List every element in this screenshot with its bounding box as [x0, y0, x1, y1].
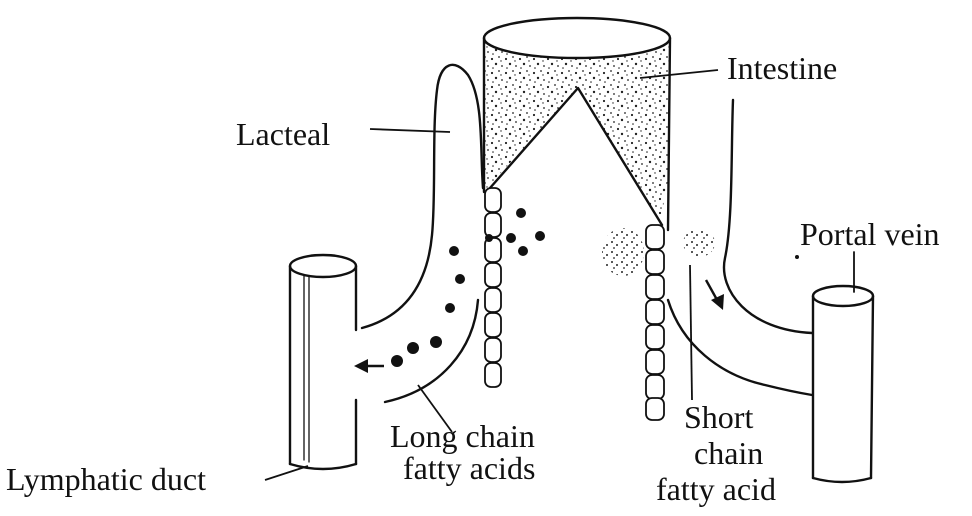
label-long-chain-line2: fatty acids: [403, 450, 535, 486]
lacteal-vessel: [362, 65, 483, 402]
label-long-chain-line1: Long chain: [390, 418, 535, 454]
lymphatic-duct-leader-line: [265, 466, 308, 480]
portal-flow-arrow: [706, 280, 724, 310]
intestine-tube: [484, 18, 670, 230]
label-short-chain-line1: Short: [684, 399, 753, 435]
label-lymphatic-duct: Lymphatic duct: [6, 461, 206, 497]
label-portal-vein: Portal vein: [800, 216, 940, 252]
left-cell-column: [485, 188, 501, 387]
label-short-chain-line3: fatty acid: [656, 471, 776, 507]
label-intestine: Intestine: [727, 50, 837, 86]
long-chain-fatty-acid-dots: [391, 208, 545, 367]
short-chain-leader-line: [690, 265, 692, 400]
portal-vein-mark: [795, 255, 799, 259]
lymph-flow-arrow: [354, 359, 384, 373]
lymphatic-duct: [290, 255, 356, 469]
lacteal-leader-line: [370, 129, 450, 132]
right-cell-column: [646, 225, 664, 420]
label-lacteal: Lacteal: [236, 116, 330, 152]
label-short-chain-line2: chain: [694, 435, 763, 471]
